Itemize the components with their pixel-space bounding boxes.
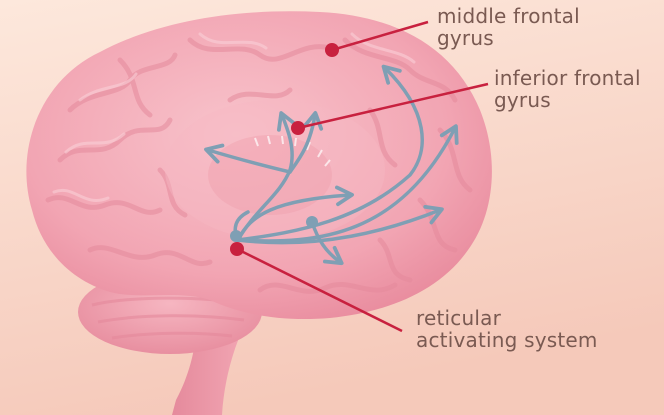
middle-frontal-gyrus-label: middle frontal gyrus: [437, 5, 580, 49]
pathway-origin-node: [230, 230, 242, 242]
inferior-frontal-marker-icon: [291, 121, 305, 135]
inferior-frontal-gyrus-label: inferior frontal gyrus: [494, 67, 641, 111]
middle-frontal-gyrus-label-line1: middle frontal: [437, 5, 580, 27]
middle-frontal-marker-icon: [325, 43, 339, 57]
reticular-activating-system-label-line2: activating system: [416, 329, 598, 351]
inferior-frontal-gyrus-label-line1: inferior frontal: [494, 67, 641, 89]
reticular-marker-icon: [230, 242, 244, 256]
inferior-frontal-gyrus-label-line2: gyrus: [494, 89, 641, 111]
reticular-activating-system-label-line1: reticular: [416, 307, 598, 329]
pathway-node: [306, 216, 318, 228]
middle-frontal-gyrus-label-line2: gyrus: [437, 27, 580, 49]
reticular-activating-system-label: reticular activating system: [416, 307, 598, 351]
